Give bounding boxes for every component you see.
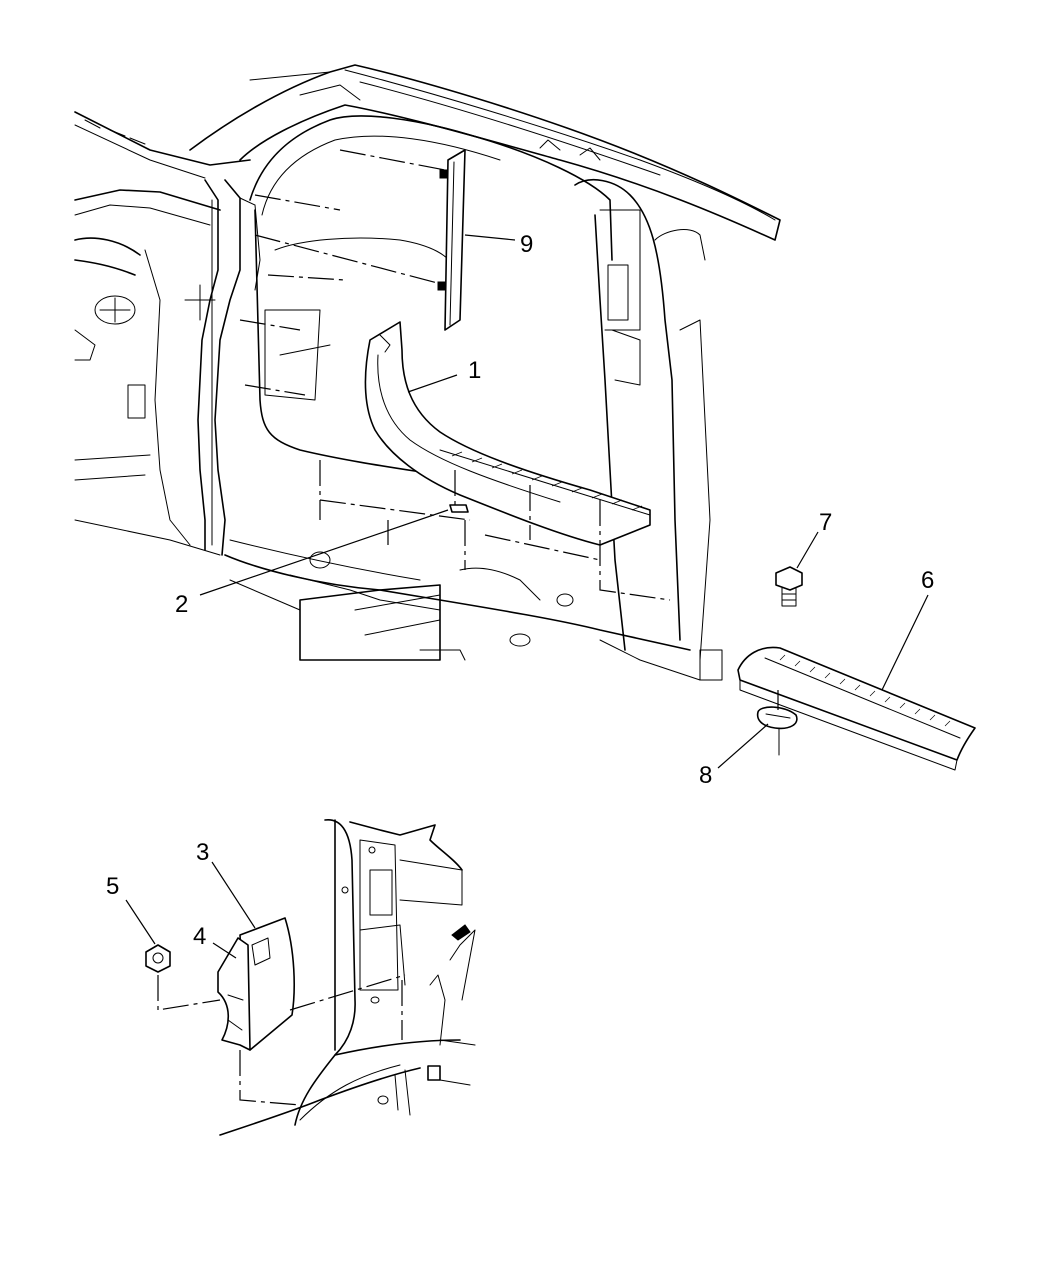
callout-2: 2 bbox=[175, 591, 188, 618]
assembly-lines-lower bbox=[157, 974, 406, 1106]
callout-6: 6 bbox=[921, 567, 934, 594]
callout-leaders bbox=[125, 234, 929, 959]
part-6-scuff-plate bbox=[737, 646, 976, 771]
part-1-cowl-trim bbox=[364, 321, 651, 546]
part-5-nut bbox=[145, 944, 171, 973]
callout-1: 1 bbox=[468, 357, 481, 384]
part-2-clip bbox=[449, 504, 469, 513]
pillar-detail-illustration bbox=[219, 819, 476, 1136]
callout-7: 7 bbox=[819, 509, 832, 536]
callout-labels: 1 2 3 4 5 6 7 8 9 bbox=[106, 231, 934, 950]
part-9-pillar-trim-strip bbox=[437, 149, 466, 331]
assembly-lines-upper bbox=[239, 149, 779, 710]
part-8-retainer bbox=[756, 706, 798, 756]
callout-3: 3 bbox=[196, 839, 209, 866]
part-3-part-4-kick-bracket bbox=[217, 917, 295, 1051]
callout-4: 4 bbox=[193, 923, 206, 950]
part-7-bolt bbox=[775, 566, 803, 607]
callout-8: 8 bbox=[699, 762, 712, 789]
callout-9: 9 bbox=[520, 231, 533, 258]
callout-5: 5 bbox=[106, 873, 119, 900]
cab-body-illustration bbox=[74, 64, 781, 681]
